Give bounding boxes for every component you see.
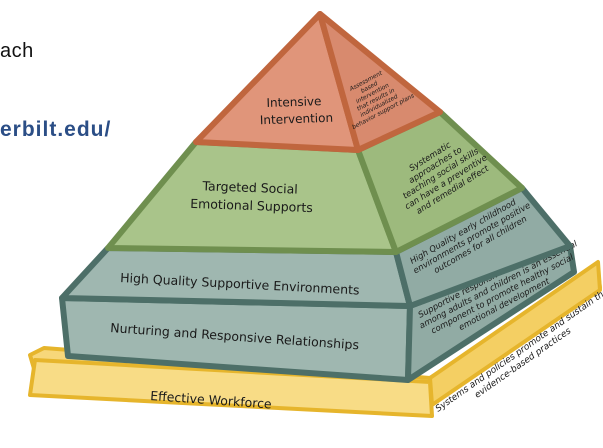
tier-targeted: Targeted Social Emotional Supports Syste… xyxy=(105,109,525,255)
slide-url-fragment: erbilt.edu/ xyxy=(0,118,112,141)
tier-targeted-label: Targeted Social Emotional Supports xyxy=(190,178,314,215)
tier-intensive-label: Intensive Intervention xyxy=(259,94,333,128)
slide-text-fragment-top: ach xyxy=(0,40,34,62)
tier-intensive: Intensive Intervention Assessment based … xyxy=(193,11,443,153)
tier-high-quality: High Quality Supportive Environments Hig… xyxy=(59,185,573,309)
